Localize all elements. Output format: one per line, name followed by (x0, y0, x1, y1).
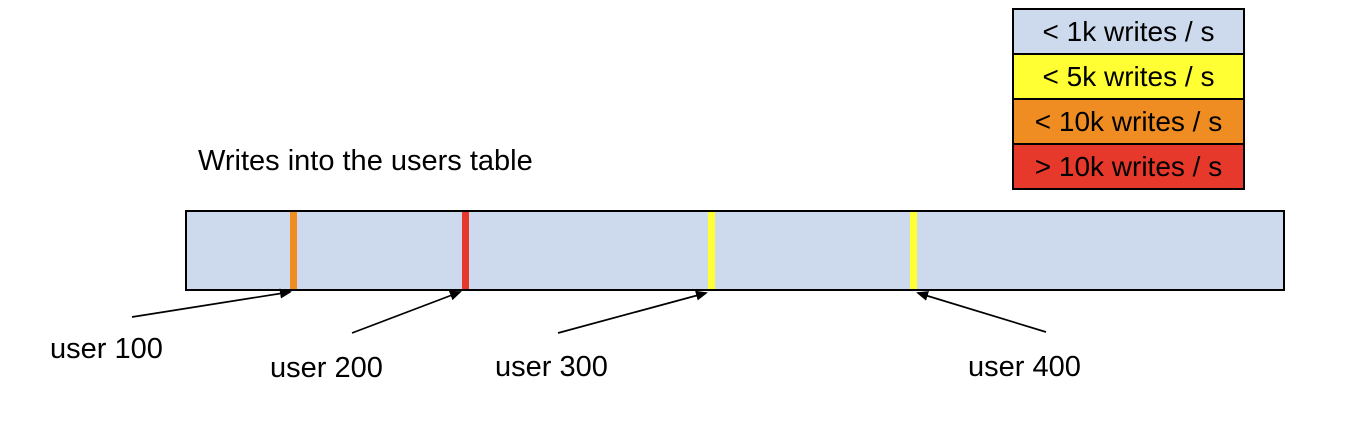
user-300-label: user 300 (495, 351, 608, 383)
user-100-label: user 100 (50, 333, 163, 365)
user-300-stripe (707, 212, 715, 289)
arrow-user-400 (916, 291, 1047, 333)
arrow-user-200 (351, 290, 462, 334)
user-100-stripe (290, 212, 298, 289)
legend-item-lt-1k: < 1k writes / s (1012, 8, 1245, 55)
user-400-label: user 400 (968, 351, 1081, 383)
arrow-user-100 (131, 288, 292, 318)
legend-item-gt-10k-label: > 10k writes / s (1034, 150, 1223, 182)
user-400-stripe (910, 212, 918, 289)
legend-item-gt-10k: > 10k writes / s (1012, 143, 1245, 190)
legend-item-lt-1k-label: < 1k writes / s (1042, 15, 1215, 47)
legend-item-lt-5k: < 5k writes / s (1012, 53, 1245, 100)
arrow-user-300 (557, 290, 708, 334)
legend: < 1k writes / s < 5k writes / s < 10k wr… (1012, 8, 1245, 190)
users-table-bar (185, 210, 1285, 291)
legend-item-lt-10k-label: < 10k writes / s (1034, 105, 1223, 137)
user-200-stripe (462, 212, 470, 289)
diagram-title: Writes into the users table (198, 145, 533, 177)
user-200-label: user 200 (270, 352, 383, 384)
legend-item-lt-5k-label: < 5k writes / s (1042, 60, 1215, 92)
legend-item-lt-10k: < 10k writes / s (1012, 98, 1245, 145)
